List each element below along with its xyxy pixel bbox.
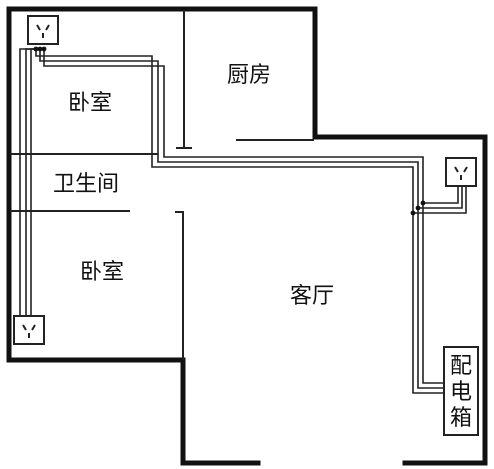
wire-junction xyxy=(415,205,421,211)
wire-outlet-right-3 xyxy=(423,187,459,204)
wire-1 xyxy=(19,48,36,318)
wire-main-1 xyxy=(35,49,445,394)
power-outlet-icon xyxy=(13,315,45,345)
wire-junction xyxy=(410,210,416,216)
wire-2 xyxy=(25,48,40,318)
room-label-living-room: 客厅 xyxy=(290,284,334,309)
wire-main-3 xyxy=(43,49,445,384)
distribution-box-frame xyxy=(443,346,479,436)
power-outlet-icon xyxy=(27,15,59,45)
room-label-bedroom-top: 卧室 xyxy=(68,91,112,116)
distribution-box-char-2: 电 xyxy=(450,380,472,405)
wire-junction xyxy=(41,46,47,52)
room-labels: 卧室 厨房 卫生间 卧室 客厅 xyxy=(53,63,334,309)
wire-outlet-right-1 xyxy=(413,187,467,214)
distribution-box-char-1: 配 xyxy=(450,354,472,379)
wire-junction xyxy=(420,200,426,206)
room-label-kitchen: 厨房 xyxy=(227,63,271,88)
interior-walls xyxy=(10,10,314,360)
outer-walls xyxy=(6,6,488,466)
distribution-box-char-3: 箱 xyxy=(450,406,472,431)
wire-main-2 xyxy=(39,49,445,389)
wire-junction xyxy=(37,46,43,52)
distribution-box: 配 电 箱 xyxy=(443,346,479,436)
wire-3 xyxy=(30,48,44,318)
power-outlet-icon xyxy=(445,157,477,187)
wire-junction xyxy=(33,46,39,52)
wiring xyxy=(19,46,467,394)
outer-wall-main xyxy=(6,6,488,466)
room-label-bedroom-bottom: 卧室 xyxy=(80,260,124,285)
wire-outlet-right-2 xyxy=(418,187,463,209)
room-label-bathroom: 卫生间 xyxy=(53,172,119,197)
